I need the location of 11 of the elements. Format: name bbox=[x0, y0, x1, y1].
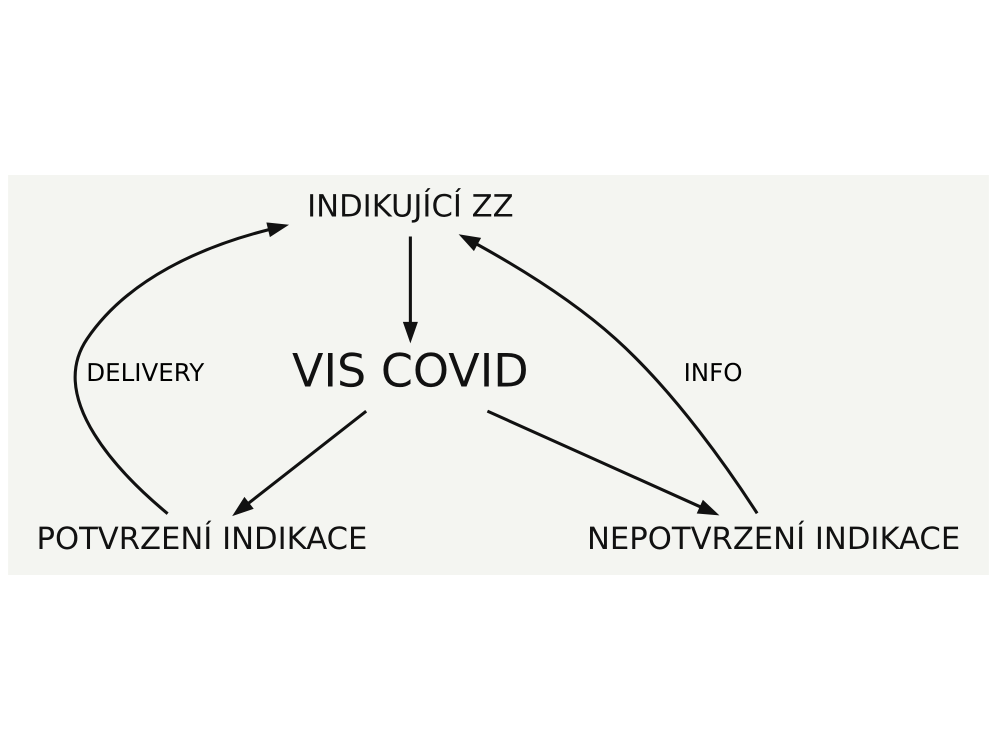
node-text: INDIKUJÍCÍ ZZ bbox=[307, 188, 514, 224]
arrow bbox=[458, 234, 758, 514]
arrow bbox=[232, 409, 368, 516]
arrow bbox=[74, 222, 290, 514]
edge-label: INFO bbox=[684, 357, 743, 386]
arrow bbox=[402, 236, 418, 343]
arrow bbox=[486, 409, 720, 515]
node-text: VIS COVID bbox=[292, 342, 529, 397]
node-text: NEPOTVRZENÍ INDIKACE bbox=[586, 521, 960, 556]
node-text: POTVRZENÍ INDIKACE bbox=[36, 521, 368, 556]
edge-label: DELIVERY bbox=[86, 357, 204, 386]
